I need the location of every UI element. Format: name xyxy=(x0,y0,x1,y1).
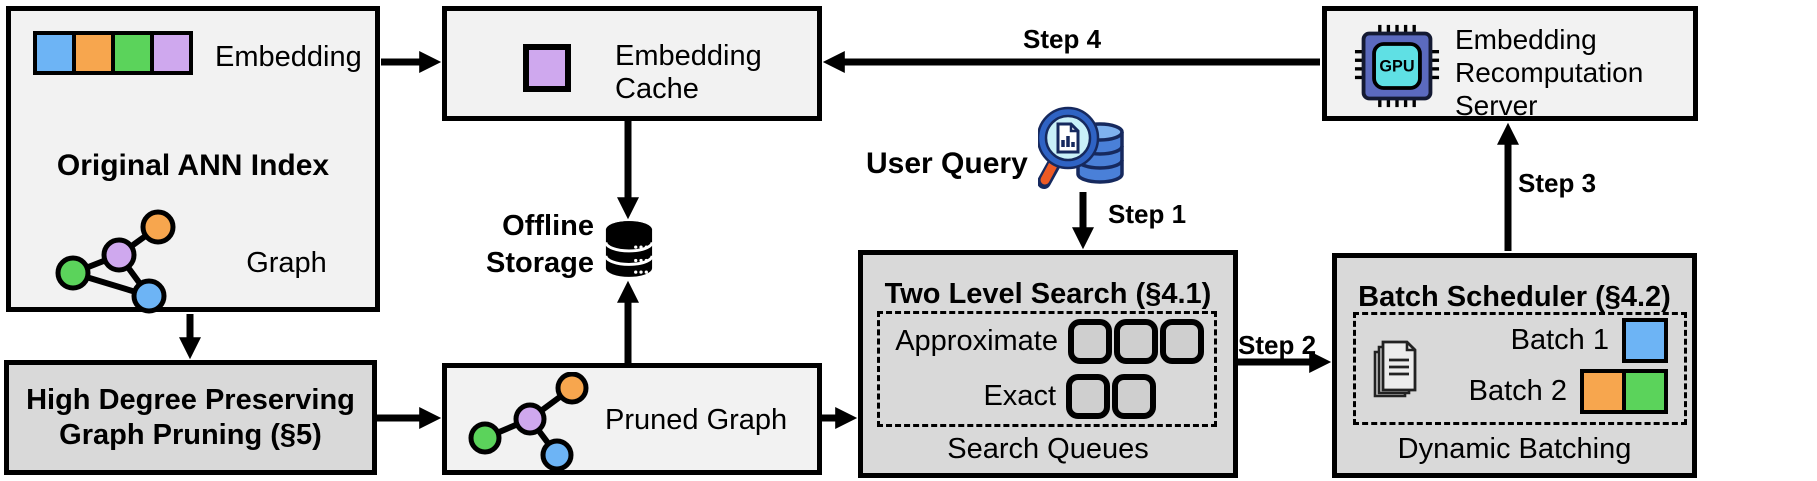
step4-label: Step 4 xyxy=(1023,24,1102,54)
search-queues-region: Approximate Exact xyxy=(877,311,1217,427)
query-magnifier xyxy=(1038,106,1100,189)
color-cell xyxy=(154,35,189,71)
offline-storage-database-icon xyxy=(604,221,654,277)
batch-scheduler-title: Batch Scheduler (§4.2) xyxy=(1358,281,1671,313)
dynamic-batching-label: Dynamic Batching xyxy=(1397,433,1632,465)
recomputation-server-title: Embedding Recomputation Server xyxy=(1455,24,1644,121)
graph-label: Graph xyxy=(246,247,327,279)
queue-slot xyxy=(1114,319,1158,364)
graph-pruning-box: High Degree Preserving Graph Pruning (§5… xyxy=(4,360,377,475)
step3-label: Step 3 xyxy=(1518,168,1597,198)
pruned-graph-box xyxy=(442,363,822,475)
documents-icon xyxy=(1373,340,1417,398)
dynamic-batching-region: Batch 1 Batch 2 xyxy=(1353,312,1687,425)
ann-graph-icon xyxy=(55,209,176,314)
step1-label: Step 1 xyxy=(1108,199,1187,229)
queue-slot xyxy=(1160,319,1204,364)
embedding-cache-title: Embedding Cache xyxy=(615,40,762,105)
step2-label: Step 2 xyxy=(1238,330,1317,360)
original-ann-index-title: Original ANN Index xyxy=(56,149,330,182)
gpu-chip-icon: GPU xyxy=(1354,24,1440,108)
batch1-label: Batch 1 xyxy=(1510,324,1609,356)
user-query-label: User Query xyxy=(866,147,1028,180)
pruned-graph-label: Pruned Graph xyxy=(605,404,788,436)
svg-text:GPU: GPU xyxy=(1379,58,1414,76)
search-queues-label: Search Queues xyxy=(947,433,1149,465)
offline-storage-label: Offline Storage xyxy=(486,210,594,279)
color-cell xyxy=(76,35,111,71)
embedding-cache-box: Embedding Cache xyxy=(442,6,822,121)
two-level-search-box: Two Level Search (§4.1) Approximate Exac… xyxy=(858,250,1238,478)
batch2-label: Batch 2 xyxy=(1468,375,1567,407)
queue-slot xyxy=(1068,319,1112,364)
batch2-row: Batch 2 xyxy=(1356,366,1684,417)
color-cell xyxy=(37,35,72,71)
batch2-cells xyxy=(1580,369,1668,414)
queue-slot xyxy=(1112,374,1156,419)
approximate-queue-row: Approximate xyxy=(880,314,1214,369)
batch1-row: Batch 1 xyxy=(1356,315,1684,366)
cached-embedding-square xyxy=(523,44,571,92)
color-cell xyxy=(1584,373,1622,410)
color-cell xyxy=(1626,373,1664,410)
batch-scheduler-box: Batch Scheduler (§4.2) Batch 1 Batch 2 D… xyxy=(1332,253,1697,478)
exact-queue-slots xyxy=(1066,374,1156,419)
batch1-cells xyxy=(1622,318,1668,363)
recomputation-server-box: GPU Embedding Recomputation Server xyxy=(1322,6,1698,121)
pruned-graph-icon xyxy=(468,372,589,472)
user-query-search-icon xyxy=(1038,106,1124,189)
queue-slot xyxy=(1066,374,1110,419)
exact-label: Exact xyxy=(983,380,1056,412)
two-level-search-title: Two Level Search (§4.1) xyxy=(884,278,1212,310)
original-ann-index-box: Embedding Original ANN Index Graph xyxy=(6,6,380,314)
approximate-label: Approximate xyxy=(895,325,1058,357)
embedding-label: Embedding xyxy=(215,41,362,73)
approximate-queue-slots xyxy=(1068,319,1204,364)
color-cell xyxy=(1626,322,1664,359)
embedding-vector-icon xyxy=(33,31,193,75)
color-cell xyxy=(115,35,150,71)
graph-pruning-title: High Degree Preserving Graph Pruning (§5… xyxy=(26,383,355,451)
exact-queue-row: Exact xyxy=(880,369,1214,424)
